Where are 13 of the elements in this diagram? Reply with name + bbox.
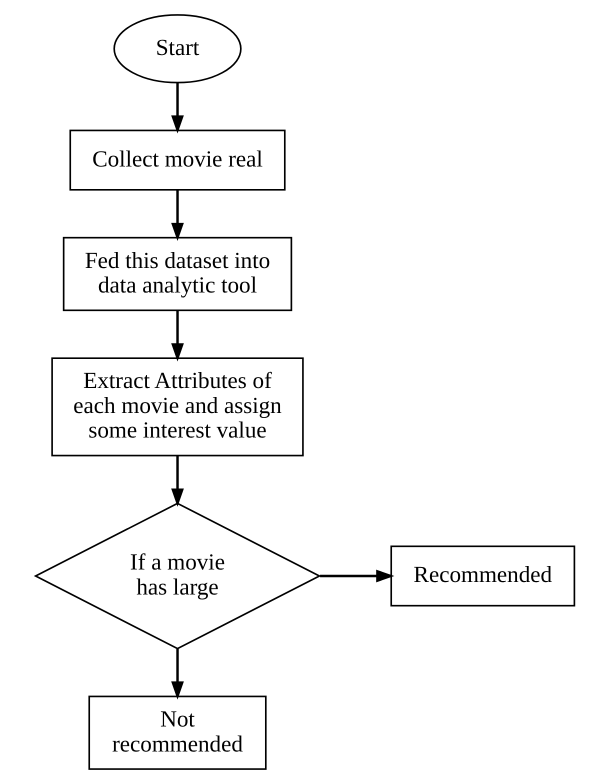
arrow bbox=[171, 649, 184, 700]
node-box: Recommended bbox=[390, 545, 576, 607]
node-box: Collect movie real bbox=[69, 130, 286, 191]
arrow bbox=[171, 190, 184, 242]
node-box: Not recommended bbox=[88, 696, 267, 770]
arrow bbox=[171, 456, 184, 507]
node-ellipse: Start bbox=[113, 14, 242, 84]
node-box: Extract Attributes of each movie and assign some interest value bbox=[51, 357, 304, 456]
arrow bbox=[320, 570, 394, 582]
arrow bbox=[171, 310, 184, 362]
node-diamond: If a movie has large bbox=[34, 502, 322, 650]
arrow bbox=[171, 82, 184, 134]
node-box: Fed this dataset into data analytic tool bbox=[62, 236, 292, 312]
